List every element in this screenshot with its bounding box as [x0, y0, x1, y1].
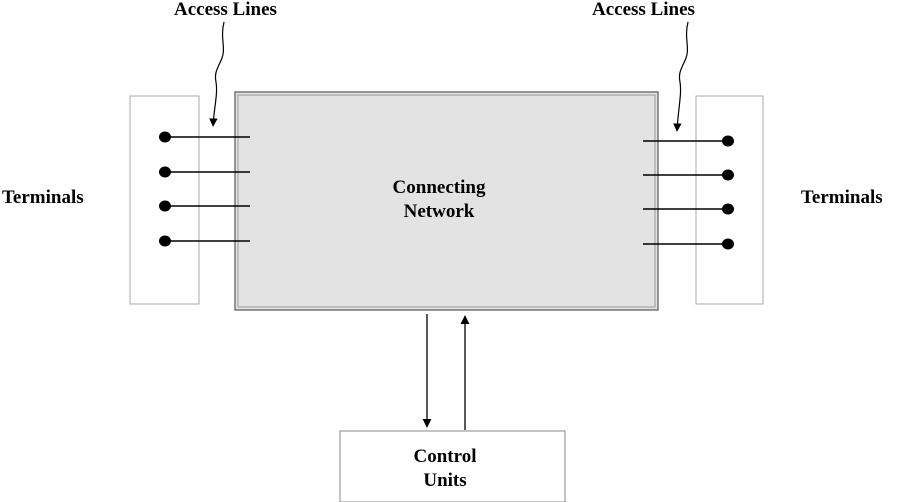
left-terminal-dot-1	[159, 131, 171, 143]
access-lines-left-pointer	[209, 21, 225, 127]
right-terminal-dot-2	[722, 169, 734, 181]
left-terminal-dot-4	[159, 235, 171, 247]
connecting-network-inner-border	[237, 94, 656, 308]
terminal-box-right	[695, 95, 764, 305]
control-units-label: Control Units	[345, 445, 545, 493]
connecting-network-line1: Connecting	[392, 177, 486, 198]
left-terminal-dot-3	[159, 200, 171, 212]
connecting-network-line2: Network	[403, 201, 475, 222]
left-access-lines	[159, 131, 250, 247]
right-terminal-dot-1	[722, 135, 734, 147]
terminal-box-left	[129, 95, 200, 305]
access-lines-left-label: Access Lines	[174, 0, 277, 20]
right-terminal-dot-4	[722, 238, 734, 250]
terminals-left-label: Terminals	[2, 187, 84, 208]
terminals-right-label: Terminals	[801, 187, 883, 208]
right-access-lines	[643, 135, 734, 250]
left-terminal-dot-2	[159, 166, 171, 178]
connecting-network-label: Connecting Network	[339, 176, 539, 224]
right-terminal-dot-3	[722, 203, 734, 215]
control-units-line2: Units	[423, 470, 467, 491]
access-lines-right-label: Access Lines	[592, 0, 695, 20]
access-lines-right-pointer	[673, 21, 689, 132]
control-units-box	[339, 430, 566, 502]
control-units-line1: Control	[413, 446, 477, 467]
connecting-network-box	[234, 91, 659, 311]
